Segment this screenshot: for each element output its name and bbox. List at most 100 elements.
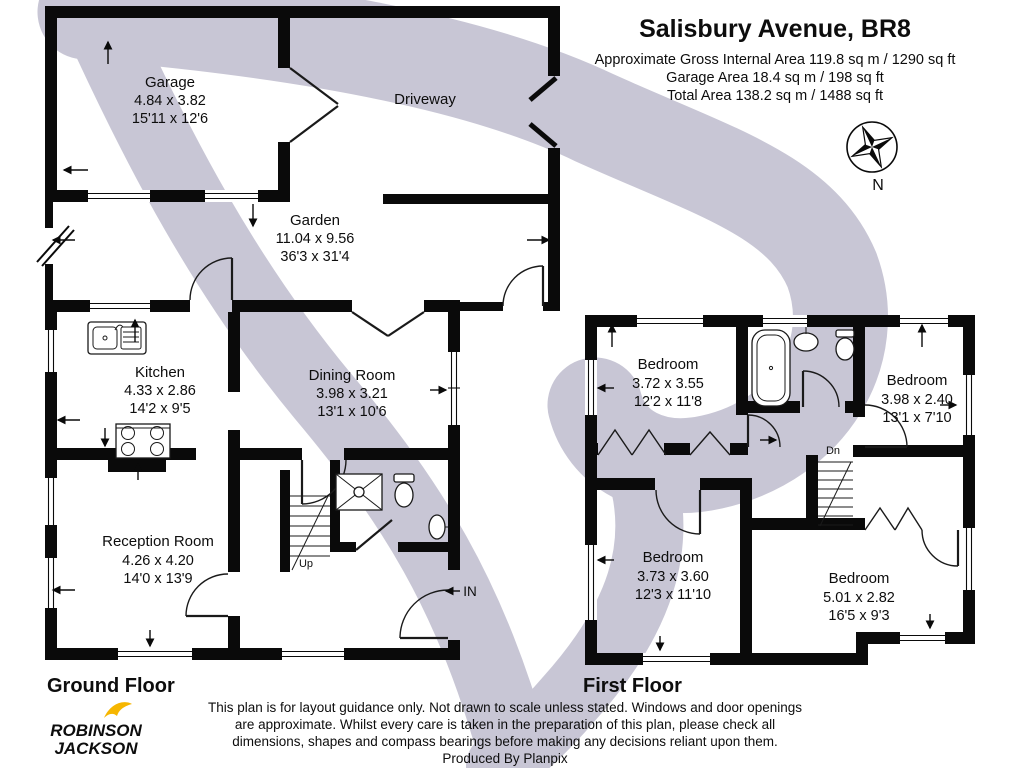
- left-window: [45, 478, 57, 525]
- first-floor-caption: First Floor: [583, 675, 682, 697]
- room-label-dining: Dining Room 3.98 x 3.21 13'1 x 10'6: [309, 367, 396, 420]
- dining-door-arc: [301, 459, 347, 505]
- shower-tray: [335, 473, 383, 511]
- bedroom-window: [585, 545, 597, 620]
- kitchen-window: [90, 300, 150, 312]
- entrance-marker: IN: [444, 584, 477, 599]
- title-block: Salisbury Avenue, BR8 Approximate Gross …: [595, 15, 956, 104]
- first-floor-openings: [585, 315, 975, 665]
- garden-name: Garden: [290, 212, 340, 229]
- agency-logo: ROBINSON JACKSON: [50, 702, 143, 758]
- bathroom-basin: [793, 327, 819, 352]
- stairs-up-label: Up: [299, 558, 313, 570]
- bedroom4-imperial: 16'5 x 9'3: [828, 608, 889, 624]
- patio-door-leaf: [351, 311, 389, 337]
- disclaimer-line3: dimensions, shapes and compass bearings …: [232, 734, 778, 749]
- room-label-bedroom4: Bedroom 5.01 x 2.82 16'5 x 9'3: [823, 570, 895, 624]
- ground-floor-caption: Ground Floor: [47, 675, 175, 697]
- bathroom-door-arc: [802, 370, 840, 408]
- logo-bird-icon: [104, 702, 132, 718]
- bathroom-toilet: [835, 329, 855, 361]
- patio-door-leaf: [387, 311, 425, 337]
- bedroom1-name: Bedroom: [638, 356, 699, 373]
- bedroom-window: [585, 360, 597, 415]
- first-floor-walls: [585, 315, 975, 665]
- page-title: Salisbury Avenue, BR8: [639, 15, 911, 43]
- bedroom-window: [963, 528, 975, 590]
- garden-gate: [41, 229, 75, 267]
- garage-name: Garage: [145, 74, 195, 91]
- area-gross: Approximate Gross Internal Area 119.8 sq…: [595, 52, 956, 68]
- wardrobe-doors: [689, 430, 731, 456]
- logo-line1: ROBINSON: [50, 721, 142, 740]
- garden-imperial: 36'3 x 31'4: [280, 249, 349, 265]
- outdoor-openings: [36, 67, 558, 307]
- entrance-label: IN: [463, 584, 477, 599]
- room-label-bedroom1: Bedroom 3.72 x 3.55 12'2 x 11'8: [632, 356, 704, 410]
- bathroom-window: [763, 315, 807, 327]
- left-window: [45, 558, 57, 608]
- garage-metric: 4.84 x 3.82: [134, 93, 206, 109]
- room-label-bedroom2: Bedroom 3.98 x 2.40 13'1 x 7'10: [881, 372, 953, 426]
- compass-star-fill: [852, 127, 892, 167]
- bedroom2-name: Bedroom: [887, 372, 948, 389]
- disclaimer-line2: are approximate. Whilst every care is ta…: [235, 717, 775, 732]
- reception-imperial: 14'0 x 13'9: [123, 571, 192, 587]
- bedroom1-metric: 3.72 x 3.55: [632, 376, 704, 392]
- garage-window: [88, 190, 150, 202]
- dining-window: [448, 352, 460, 425]
- stairs-down-label: Dn: [826, 445, 840, 457]
- wardrobe-doors: [864, 506, 923, 531]
- reception-window: [118, 648, 192, 660]
- kitchen-imperial: 14'2 x 9'5: [129, 401, 190, 417]
- hall-window: [282, 648, 344, 660]
- left-window: [45, 330, 57, 372]
- compass: N: [846, 121, 898, 194]
- bedroom-window: [900, 632, 945, 644]
- garage-door-leaf: [289, 67, 339, 105]
- garden-metric: 11.04 x 9.56: [276, 231, 355, 247]
- reception-metric: 4.26 x 4.20: [122, 553, 194, 569]
- driveway-name: Driveway: [394, 91, 456, 108]
- watermark-swirl-left: [62, 0, 548, 768]
- garage-imperial: 15'11 x 12'6: [132, 111, 208, 127]
- room-label-bedroom3: Bedroom 3.73 x 3.60 12'3 x 11'10: [635, 549, 711, 603]
- bedroom2-imperial: 13'1 x 7'10: [882, 410, 951, 426]
- kitchen-hob: [115, 423, 171, 459]
- bedroom-door-arc: [864, 404, 908, 448]
- compass-north-label: N: [872, 177, 884, 194]
- room-labels: Garage 4.84 x 3.82 15'11 x 12'6 Driveway…: [102, 74, 953, 624]
- ground-floor-openings: [45, 257, 460, 660]
- bedroom-window: [900, 315, 948, 327]
- producer-credit: Produced By Planpix: [442, 751, 568, 766]
- logo-line2: JACKSON: [54, 739, 138, 758]
- reception-door-arc: [185, 573, 229, 617]
- area-total: Total Area 138.2 sq m / 1488 sq ft: [667, 88, 883, 104]
- garden-door-arc: [502, 265, 544, 307]
- footer-disclaimer: This plan is for layout guidance only. N…: [208, 700, 802, 766]
- planpix-watermark: [37, 0, 888, 768]
- bedroom-window: [637, 315, 703, 327]
- bedroom1-imperial: 12'2 x 11'8: [634, 394, 702, 410]
- kitchen-metric: 4.33 x 2.86: [124, 383, 196, 399]
- ground-floor-fixtures: [87, 321, 448, 571]
- watermark-swirl-top: [37, 0, 888, 514]
- room-label-garden: Garden 11.04 x 9.56 36'3 x 31'4: [276, 212, 355, 265]
- stairs-down: [818, 461, 853, 527]
- stairs-up: [290, 495, 330, 571]
- garage-window: [205, 190, 258, 202]
- garage-door-leaf: [289, 105, 339, 143]
- bathtub: [751, 329, 791, 407]
- bedroom4-metric: 5.01 x 2.82: [823, 590, 895, 606]
- driveway-gate: [528, 122, 558, 148]
- bedroom4-name: Bedroom: [829, 570, 890, 587]
- disclaimer-line1: This plan is for layout guidance only. N…: [208, 700, 802, 715]
- kitchen-sink: [87, 321, 147, 355]
- bedroom2-metric: 3.98 x 2.40: [881, 392, 953, 408]
- bedroom3-name: Bedroom: [643, 549, 704, 566]
- first-floor-fixtures: [751, 327, 855, 527]
- area-garage: Garage Area 18.4 sq m / 198 sq ft: [666, 70, 884, 86]
- wc-door-leaf: [355, 519, 393, 551]
